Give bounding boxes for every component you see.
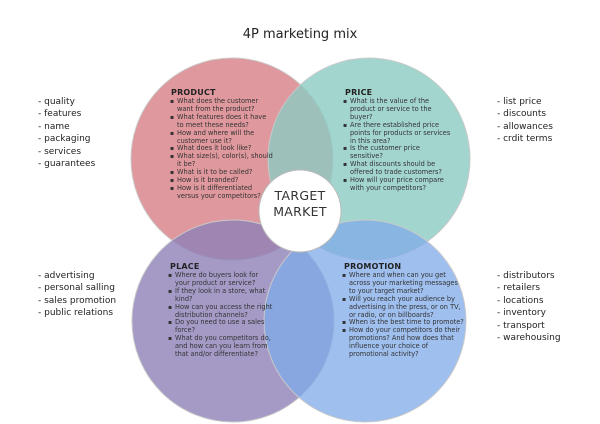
target-market-label: TARGET MARKET — [262, 188, 338, 220]
product-question: How and where will the customer use it? — [170, 129, 274, 146]
promotion-side-item: - distributors — [497, 271, 555, 281]
target-market-circle — [258, 169, 342, 253]
price-question: What is the value of the product or serv… — [343, 97, 451, 122]
price-side-item: - allowances — [497, 121, 553, 132]
promotion-question: How do your competitors do their promoti… — [342, 326, 466, 359]
promotion-side-item: - transport — [497, 320, 545, 331]
promotion-question: Will you reach your audience by advertis… — [342, 295, 466, 320]
product-side-item: - name — [38, 121, 70, 132]
product-side-item: - services — [38, 146, 82, 157]
product-side-item: - packaging — [38, 134, 91, 145]
promotion-question: When is the best time to promote? — [342, 319, 466, 328]
place-side-list: - advertising - personal salling - sales… — [38, 270, 116, 320]
place-question: Do you need to use a sales force? — [168, 319, 274, 335]
place-question: Where do buyers look for your product or… — [168, 271, 274, 288]
price-question: How will your price compare with your co… — [343, 176, 451, 193]
product-question: What features does it have to meet these… — [170, 113, 274, 130]
product-heading: PRODUCT — [171, 88, 216, 97]
product-question: What is it to be called? — [170, 168, 274, 177]
promotion-question: Where and when can you get across your m… — [342, 271, 466, 296]
place-question: What do you competitors do, and how can … — [168, 334, 274, 359]
price-side-list: - list price - discounts - allowances - … — [497, 96, 553, 146]
product-side-list: - quality - features - name - packaging … — [38, 96, 95, 170]
promotion-side-item: - retailers — [497, 283, 541, 294]
product-question: How is it branded? — [170, 176, 274, 185]
promotion-heading: PROMOTION — [344, 262, 402, 271]
price-side-item: - list price — [497, 97, 542, 107]
product-side-item: - features — [38, 109, 82, 120]
product-side-item: - quality — [38, 97, 75, 107]
place-question-list: Where do buyers look for your product or… — [168, 271, 274, 359]
promotion-question-list: Where and when can you get across your m… — [342, 271, 466, 359]
target-line-2: MARKET — [273, 204, 327, 219]
promotion-side-list: - distributors - retailers - locations -… — [497, 270, 561, 344]
place-heading: PLACE — [170, 262, 200, 271]
price-question: What discounts should be offered to trad… — [343, 160, 451, 177]
product-question: What does the customer want from the pro… — [170, 97, 274, 114]
price-question: Is the customer price sensitive? — [343, 145, 451, 161]
product-question: How is it differentiated versus your com… — [170, 184, 274, 201]
promotion-side-item: - inventory — [497, 308, 546, 319]
promotion-side-item: - locations — [497, 295, 544, 306]
product-question-list: What does the customer want from the pro… — [170, 97, 274, 201]
product-side-item: - guarantees — [38, 159, 96, 170]
place-question: How can you access the right distributio… — [168, 303, 274, 320]
product-question: What does it look like? — [170, 145, 274, 154]
place-question: If they look in a store, what kind? — [168, 287, 274, 304]
price-heading: PRICE — [345, 88, 373, 97]
price-side-item: - discounts — [497, 109, 547, 120]
product-question: What size(s), color(s), should it be? — [170, 152, 274, 169]
place-side-item: - sales promotion — [38, 295, 117, 306]
price-question: Are there established price points for p… — [343, 121, 451, 146]
diagram-title: 4P marketing mix — [242, 27, 358, 42]
promotion-side-item: - warehousing — [497, 333, 561, 344]
price-side-item: - crdit terms — [497, 134, 553, 145]
place-side-item: - advertising — [38, 271, 95, 281]
target-line-1: TARGET — [274, 188, 326, 203]
place-side-item: - public relations — [38, 308, 114, 319]
place-side-item: - personal salling — [38, 283, 115, 294]
price-question-list: What is the value of the product or serv… — [343, 97, 451, 193]
